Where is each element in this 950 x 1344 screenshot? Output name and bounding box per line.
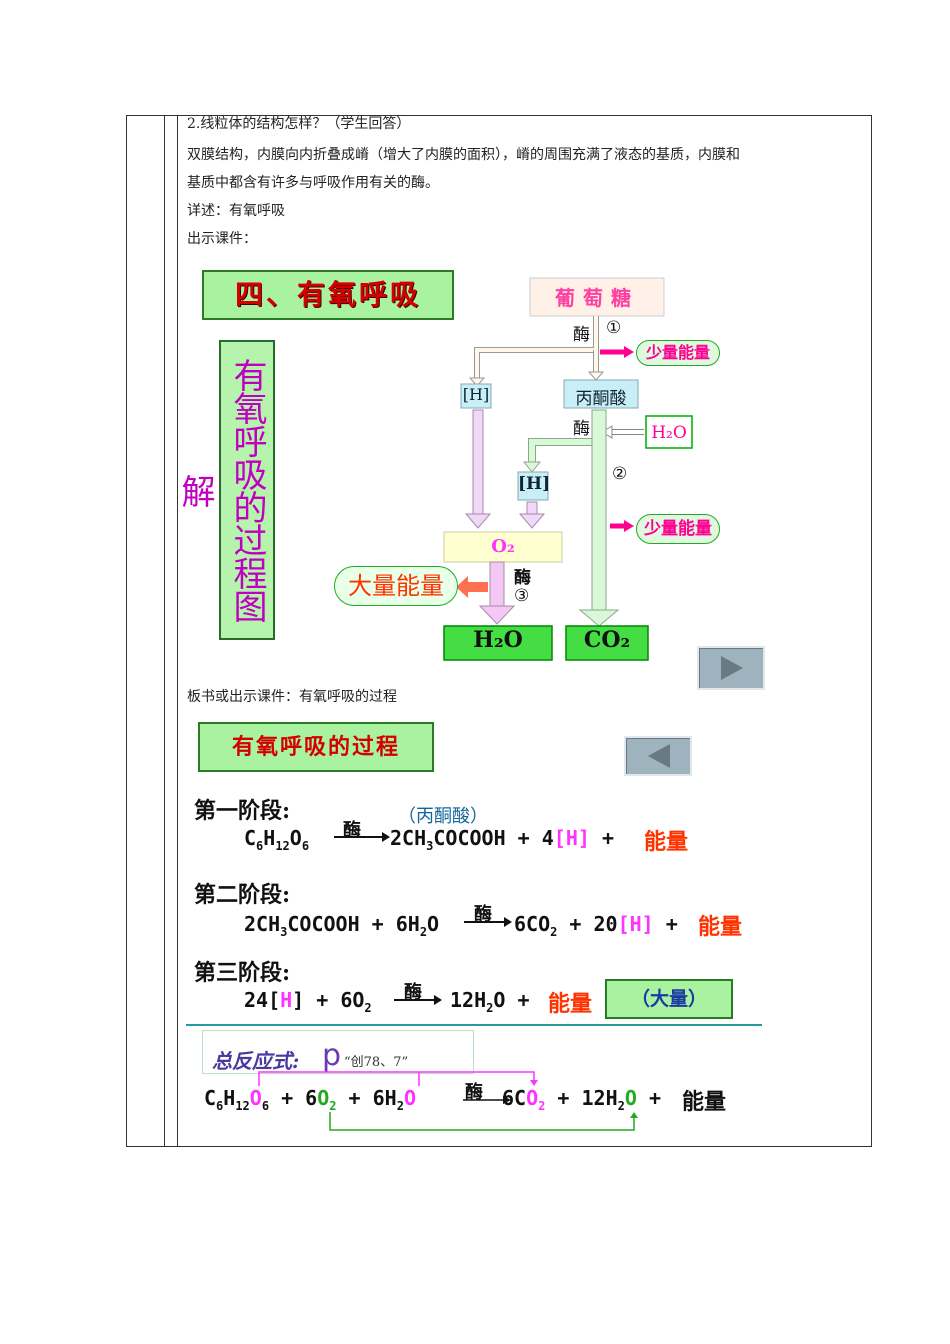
- enzyme-label-1: 酶: [573, 325, 590, 345]
- stage-2-reactants: 2CH3COCOOH + 6H2O: [244, 912, 440, 939]
- column-divider: [164, 115, 165, 1147]
- reaction-arrow: [394, 999, 438, 1001]
- stage-2-title: 第二阶段:: [194, 882, 291, 908]
- answer-line-1: 双膜结构，内膜向内折叠成嵴（增大了内膜的面积），嵴的周围充满了液态的基质，内膜和: [187, 147, 740, 163]
- enzyme-stage-1: 酶: [343, 820, 361, 841]
- prev-slide-button[interactable]: [624, 736, 692, 776]
- o2-label: O₂: [491, 536, 515, 557]
- glucose-label: 葡萄糖: [555, 286, 639, 310]
- column-divider: [177, 115, 178, 1147]
- play-left-icon: [648, 744, 670, 768]
- enzyme-total: 酶: [465, 1082, 483, 1103]
- respiration-flow-diagram: [443, 277, 693, 661]
- step-1-label: ①: [606, 318, 622, 338]
- stage-3-energy: 能量: [548, 991, 593, 1017]
- board-text: 板书或出示课件：有氧呼吸的过程: [187, 689, 397, 705]
- outer-table: [126, 115, 872, 1147]
- h2o-in-label: H₂O: [651, 423, 687, 443]
- glucose-box: [529, 277, 665, 317]
- total-equation-right: 6CO2 + 12H2O +: [502, 1086, 661, 1113]
- total-energy: 能量: [682, 1089, 727, 1115]
- big-energy-label: 大量能量: [334, 566, 458, 606]
- divider-line: [186, 1024, 762, 1026]
- reaction-arrow: [464, 921, 508, 923]
- small-energy-2: 少量能量: [636, 514, 720, 544]
- h-label-1: [H]: [462, 385, 490, 404]
- stage-1-energy: 能量: [644, 829, 689, 855]
- co2-label: CO₂: [583, 627, 631, 653]
- pyruvate-label: 丙酮酸: [575, 389, 627, 409]
- total-equation-left: C6H12O6 + 6O2 + 6H2O: [204, 1086, 417, 1113]
- stage-1-products: 2CH3COCOOH + 4[H] +: [390, 826, 614, 853]
- play-right-icon: [721, 656, 743, 680]
- arrowhead-icon: [504, 917, 512, 927]
- stage-3-title: 第三阶段:: [194, 960, 291, 986]
- enzyme-stage-2: 酶: [474, 904, 492, 925]
- large-energy-box: （大量）: [605, 979, 733, 1019]
- diagram-title: 四、有氧呼吸: [202, 270, 454, 320]
- stage-1-title: 第一阶段:: [194, 798, 291, 824]
- vertical-title: 有氧呼吸的过程图解: [175, 340, 275, 640]
- stage-1-reactant: C6H12O6: [244, 826, 310, 853]
- total-box: [202, 1030, 474, 1074]
- arrowhead-icon: [434, 995, 442, 1005]
- p-letter: p: [322, 1038, 342, 1073]
- note-text: “创78、7”: [344, 1055, 409, 1070]
- detail-text: 详述：有氧呼吸: [187, 203, 285, 219]
- h-label-2: [H]: [518, 474, 551, 494]
- enzyme-label-2: 酶: [573, 419, 590, 439]
- enzyme-stage-3: 酶: [404, 982, 422, 1003]
- stage-3-reactants: 24[H] + 6O2: [244, 988, 372, 1015]
- pyruvate-annotation: （丙酮酸）: [398, 806, 488, 827]
- step-3-label: ③: [514, 586, 530, 606]
- total-label: 总反应式:: [212, 1049, 300, 1073]
- step-2-label: ②: [612, 464, 628, 484]
- small-energy-1: 少量能量: [636, 340, 720, 366]
- question-2: 2.线粒体的结构怎样？（学生回答）: [187, 116, 411, 132]
- enzyme-label-3: 酶: [514, 568, 531, 588]
- total-equation-arrows: [258, 1071, 638, 1131]
- next-slide-button[interactable]: [697, 646, 765, 690]
- stage-3-products: 12H2O +: [450, 988, 530, 1015]
- answer-line-2: 基质中都含有许多与呼吸作用有关的酶。: [187, 175, 439, 191]
- stage-2-products: 6CO2 + 20[H] +: [514, 912, 678, 939]
- reaction-arrow: [334, 836, 386, 838]
- h2o-out-label: H₂O: [473, 627, 523, 653]
- process-title: 有氧呼吸的过程: [198, 722, 434, 772]
- show-text: 出示课件：: [187, 231, 257, 247]
- stage-2-energy: 能量: [698, 914, 743, 940]
- arrowhead-icon: [382, 832, 390, 842]
